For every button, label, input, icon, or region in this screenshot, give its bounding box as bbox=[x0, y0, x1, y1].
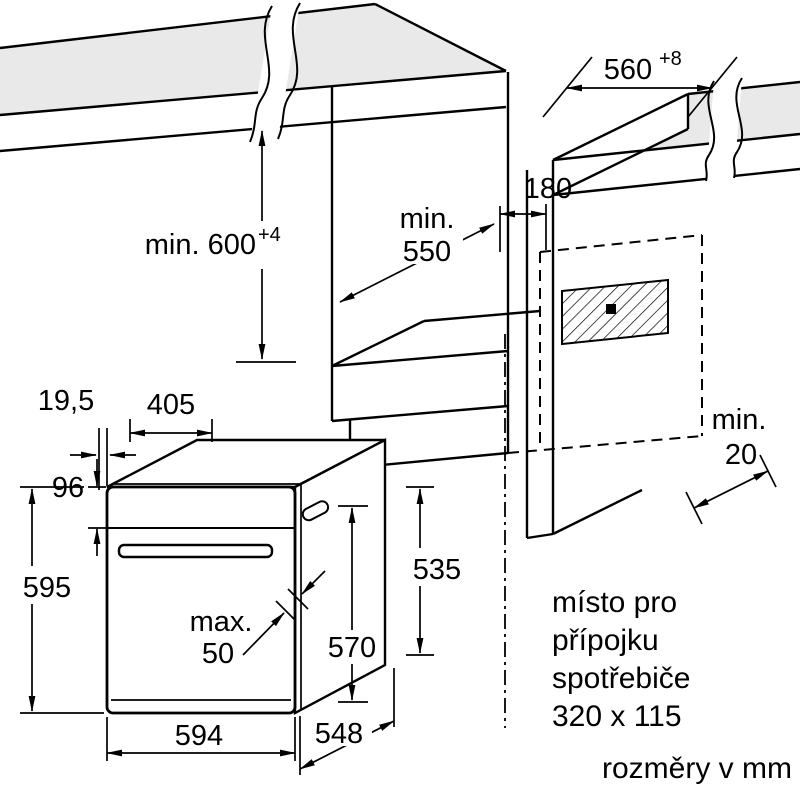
break-wave-line bbox=[704, 80, 716, 182]
dim-niche-width: 560 +8 bbox=[542, 48, 738, 118]
dim-label-oven-width: 594 bbox=[175, 720, 223, 752]
dim-label-rear-gap-min: min. bbox=[712, 404, 767, 436]
break-gap bbox=[706, 78, 742, 181]
dim-oven-depth: 548 bbox=[299, 668, 395, 775]
dim-label-niche-width-tolerance: +8 bbox=[659, 48, 682, 70]
dim-label-oven-depth: 548 bbox=[315, 718, 363, 750]
dim-label-conduit-width: 180 bbox=[524, 173, 572, 205]
countertop-right-end-face bbox=[553, 94, 688, 195]
break-wave-line bbox=[732, 77, 744, 179]
dim-top-depth: 405 bbox=[129, 389, 213, 442]
dim-label-fascia-gap: 19,5 bbox=[38, 385, 94, 417]
oven-handle bbox=[117, 543, 274, 559]
dim-oven-width: 594 bbox=[106, 717, 296, 761]
connection-note-line3: spotřebiče bbox=[552, 662, 690, 695]
connection-note-line2: přípojku bbox=[552, 624, 659, 657]
units-note: rozměry v mm bbox=[602, 752, 792, 785]
dim-label-body-height: 535 bbox=[413, 554, 461, 586]
dim-label-niche-height-tolerance: +4 bbox=[258, 224, 281, 246]
connection-point-marker bbox=[606, 304, 616, 314]
side-vent-slot bbox=[301, 500, 330, 522]
countertop-left-top-surface bbox=[0, 4, 506, 115]
dim-panel-height: 96 bbox=[52, 459, 106, 556]
dim-handle-clearance: max. 50 bbox=[190, 570, 326, 670]
countertop-right bbox=[551, 77, 800, 197]
connection-note-line4: 320 x 115 bbox=[552, 700, 682, 733]
connection-note: místo pro přípojku spotřebiče 320 x 115 bbox=[552, 586, 690, 733]
dim-rear-height: 570 bbox=[328, 505, 376, 703]
break-gap bbox=[250, 3, 300, 142]
dim-body-height: 535 bbox=[406, 486, 461, 656]
dim-conduit-width: 180 bbox=[499, 173, 572, 252]
dim-niche-depth: min. 550 bbox=[339, 203, 495, 303]
countertop-left-front-face bbox=[0, 71, 506, 151]
dim-niche-height: min. 600 +4 bbox=[145, 130, 296, 363]
connection-note-line1: místo pro bbox=[552, 586, 677, 619]
dim-label-oven-height: 595 bbox=[23, 572, 71, 604]
dim-label-top-depth: 405 bbox=[147, 389, 195, 421]
dim-label-handle-clearance-max: max. bbox=[190, 606, 253, 638]
countertop-left bbox=[0, 2, 507, 153]
oven-side-face bbox=[293, 438, 387, 715]
break-wave-line bbox=[277, 2, 301, 140]
oven bbox=[105, 438, 387, 715]
dim-rear-gap: min. 20 bbox=[685, 404, 777, 525]
dim-label-niche-width: 560 bbox=[604, 54, 652, 86]
dim-label-niche-depth: 550 bbox=[403, 236, 451, 268]
dim-label-rear-gap: 20 bbox=[725, 439, 757, 471]
dim-label-rear-height: 570 bbox=[328, 632, 376, 664]
dim-oven-height: 595 bbox=[20, 486, 104, 714]
dim-label-niche-depth-min: min. bbox=[400, 203, 455, 235]
oven-front-face bbox=[105, 485, 297, 715]
hidden-edges bbox=[507, 234, 703, 454]
niche-cabinet bbox=[330, 72, 541, 470]
dim-label-handle-clearance: 50 bbox=[202, 638, 234, 670]
break-wave-line bbox=[249, 5, 273, 143]
connection-area bbox=[561, 278, 669, 346]
cabinet-right bbox=[525, 170, 643, 540]
dim-label-niche-height: min. 600 bbox=[145, 229, 256, 261]
dim-label-panel-height: 96 bbox=[52, 472, 84, 504]
